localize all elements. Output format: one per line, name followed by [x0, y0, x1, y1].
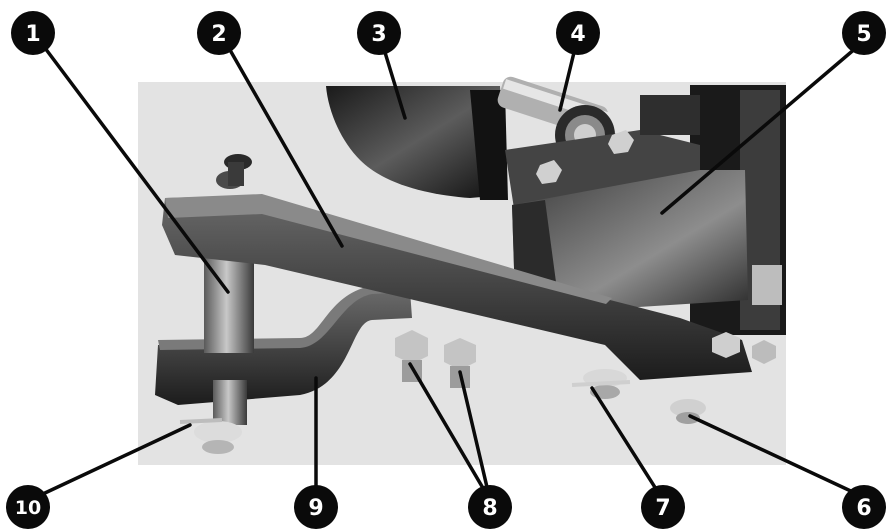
leader-line-6 — [688, 414, 872, 502]
upper-bar-2 — [162, 195, 752, 380]
callout-2-label: 2 — [211, 22, 226, 47]
mounting-plate — [505, 95, 700, 215]
callout-6-label: 6 — [856, 496, 871, 521]
callout-9-label: 9 — [308, 496, 323, 521]
upper-bar-top-face — [165, 194, 612, 304]
fender-housing-3 — [326, 86, 505, 198]
leader-line-8a — [408, 362, 492, 502]
leader-line-5 — [660, 34, 872, 215]
cotter-clip-10 — [179, 418, 242, 454]
callout-10: 10 — [6, 485, 50, 529]
callout-4-label: 4 — [570, 22, 585, 47]
callout-7-label: 7 — [655, 496, 670, 521]
leader-line-10 — [28, 423, 192, 502]
callout-8: 8 — [468, 485, 512, 529]
box-bracket-5 — [512, 170, 748, 312]
lower-bar-top-face — [158, 286, 410, 350]
leader-line-1 — [34, 34, 230, 294]
leader-lines — [28, 34, 872, 502]
callout-6: 6 — [842, 485, 886, 529]
callout-5-label: 5 — [856, 22, 871, 47]
callout-8-label: 8 — [482, 496, 497, 521]
right-nuts — [712, 332, 776, 364]
callout-1: 1 — [11, 11, 55, 55]
callout-4: 4 — [556, 11, 600, 55]
lower-pin-6 — [670, 399, 706, 424]
fender-shadow — [470, 90, 508, 200]
callout-10-label: 10 — [15, 497, 41, 519]
callout-3-label: 3 — [371, 22, 386, 47]
callout-7: 7 — [641, 485, 685, 529]
callout-1-label: 1 — [25, 22, 40, 47]
callout-9: 9 — [294, 485, 338, 529]
leader-line-7 — [590, 386, 665, 502]
leader-line-2 — [220, 34, 344, 248]
leader-line-8b — [458, 370, 492, 502]
callout-3: 3 — [357, 11, 401, 55]
callout-2: 2 — [197, 11, 241, 55]
callout-5: 5 — [842, 11, 886, 55]
